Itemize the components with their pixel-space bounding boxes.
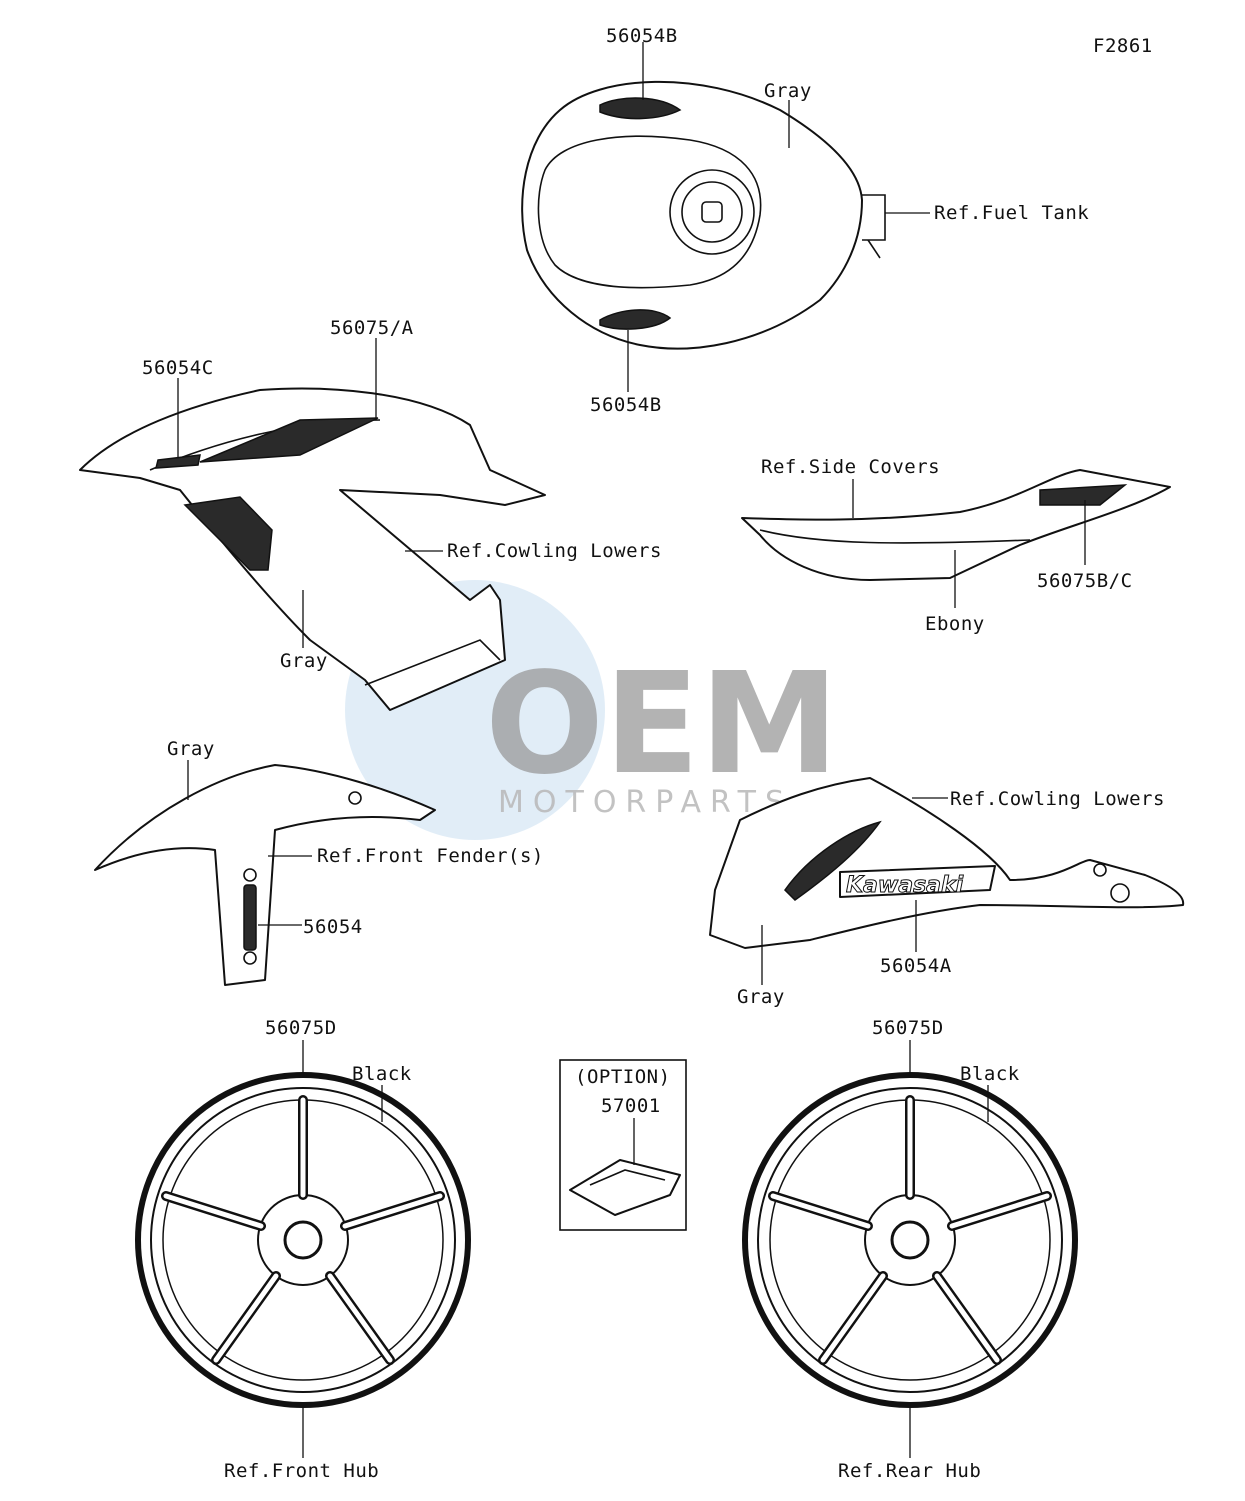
figure-code: F2861 <box>1093 35 1153 57</box>
label-lower-cowl-color: Gray <box>737 986 785 1008</box>
label-fender-decal: 56054 <box>303 916 363 938</box>
cowl-vent <box>183 496 273 571</box>
label-ref-cowling-lowers-upper[interactable]: Ref.Cowling Lowers <box>447 540 662 562</box>
watermark-sub: MOTORPARTS <box>498 785 793 820</box>
option-box <box>559 1059 687 1231</box>
label-upper-cowl-emblem: 56054C <box>142 357 214 379</box>
label-front-wheel-color: Black <box>352 1063 412 1085</box>
side-cover-illustration <box>741 469 1171 608</box>
label-ref-front-fender[interactable]: Ref.Front Fender(s) <box>317 845 544 867</box>
ninja-decal-top <box>599 97 682 120</box>
label-tank-bottom: 56054B <box>590 394 662 416</box>
front-wheel-illustration <box>135 1040 471 1458</box>
cowl-stripe-decal <box>199 417 379 463</box>
label-ref-cowling-lowers-lower[interactable]: Ref.Cowling Lowers <box>950 788 1165 810</box>
label-tank-top: 56054B <box>606 25 678 47</box>
rear-wheel-illustration <box>742 1040 1078 1458</box>
lower-cowl-stripe <box>784 820 882 901</box>
label-ref-fuel-tank[interactable]: Ref.Fuel Tank <box>934 202 1089 224</box>
side-cover-decal <box>1039 484 1128 506</box>
label-rear-wheel-color: Black <box>960 1063 1020 1085</box>
label-ref-front-hub[interactable]: Ref.Front Hub <box>224 1460 379 1482</box>
ninja-decal-bottom <box>599 309 672 330</box>
fender-decal <box>243 884 257 951</box>
label-side-cover-color: Ebony <box>925 613 985 635</box>
front-fender-illustration <box>94 760 436 986</box>
label-fender-color: Gray <box>167 738 215 760</box>
kawasaki-logo: Kawasaki <box>846 873 964 898</box>
label-rear-wheel-decal: 56075D <box>872 1017 944 1039</box>
label-side-cover-decal: 56075B/C <box>1037 570 1133 592</box>
kawasaki-decal-outline <box>839 865 996 898</box>
lower-cowling-illustration: Kawasaki <box>709 777 1185 985</box>
label-lower-cowl-decal: 56054A <box>880 955 952 977</box>
label-ref-side-covers[interactable]: Ref.Side Covers <box>761 456 940 478</box>
fuel-tank-illustration <box>521 42 930 392</box>
label-option-title: (OPTION) <box>575 1066 671 1088</box>
label-ref-rear-hub[interactable]: Ref.Rear Hub <box>838 1460 981 1482</box>
label-tank-color: Gray <box>764 80 812 102</box>
label-option-part: 57001 <box>601 1095 661 1117</box>
label-upper-cowl-stripe: 56075/A <box>330 317 414 339</box>
label-front-wheel-decal: 56075D <box>265 1017 337 1039</box>
watermark-brand: OEM <box>485 643 839 806</box>
label-upper-cowl-color: Gray <box>280 650 328 672</box>
cowl-emblem-decal <box>155 454 201 469</box>
upper-cowling-illustration <box>79 338 546 711</box>
